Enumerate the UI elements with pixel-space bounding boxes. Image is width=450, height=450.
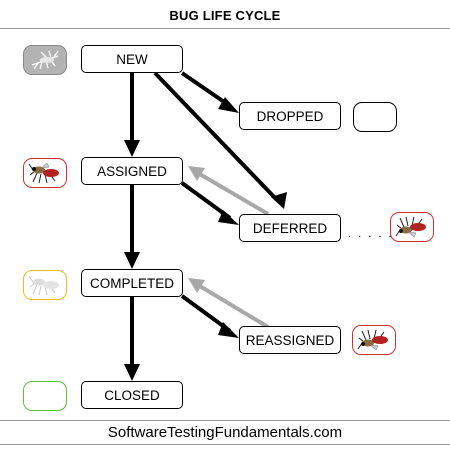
arrowhead-new-to-assigned	[124, 140, 140, 157]
arrowhead-deferred-to-assigned	[188, 166, 205, 181]
footer-credit: SoftwareTestingFundamentals.com	[107, 424, 343, 441]
arrow-reassigned-to-completed	[196, 283, 270, 329]
arrowhead-reassigned-to-completed	[188, 278, 205, 293]
state-assigned-label: ASSIGNED	[97, 163, 167, 179]
bug-icon-assigned	[23, 158, 67, 188]
bug-icon-completed	[23, 270, 67, 300]
deferred-dotted-trail: . . . . .	[348, 228, 394, 240]
diagram-title: BUG LIFE CYCLE	[169, 8, 281, 23]
arrowhead-assigned-to-deferred	[218, 210, 239, 225]
arrowhead-completed-to-reassigned	[218, 322, 239, 338]
arrow-assigned-to-deferred	[180, 181, 232, 220]
mosquito-icon	[28, 162, 59, 184]
state-new: NEW	[81, 45, 183, 73]
arrow-deferred-to-assigned	[196, 171, 270, 216]
bug-gray-icon	[31, 50, 59, 70]
bug-icon-new	[23, 45, 67, 75]
state-closed: CLOSED	[81, 381, 183, 409]
mosquito-icon	[357, 329, 388, 351]
bug-faded-icon	[28, 275, 59, 296]
arrowhead-assigned-to-completed	[124, 252, 140, 269]
footer-divider-bottom	[0, 444, 450, 445]
state-deferred: DEFERRED	[239, 214, 341, 242]
bug-icon-reassigned	[352, 325, 396, 355]
title-divider	[0, 28, 450, 29]
state-dropped: DROPPED	[239, 102, 341, 130]
arrow-new-to-dropped	[180, 71, 232, 108]
state-reassigned: REASSIGNED	[239, 326, 341, 354]
blank-icon-closed	[23, 381, 67, 411]
footer-divider-top	[0, 420, 450, 421]
state-deferred-label: DEFERRED	[252, 220, 328, 236]
state-reassigned-label: REASSIGNED	[245, 332, 335, 348]
state-new-label: NEW	[116, 51, 148, 67]
state-closed-label: CLOSED	[104, 387, 160, 403]
bug-icon-deferred	[390, 212, 434, 242]
state-completed: COMPLETED	[81, 269, 183, 297]
state-dropped-label: DROPPED	[256, 108, 324, 124]
blank-icon-dropped	[353, 102, 397, 132]
mosquito-icon	[395, 216, 426, 238]
arrowhead-new-to-deferred	[271, 192, 287, 209]
state-completed-label: COMPLETED	[89, 275, 174, 291]
arrowhead-completed-to-closed	[124, 364, 140, 381]
arrow-new-to-deferred	[153, 71, 280, 203]
state-assigned: ASSIGNED	[81, 157, 183, 185]
arrowhead-new-to-dropped	[218, 97, 239, 113]
